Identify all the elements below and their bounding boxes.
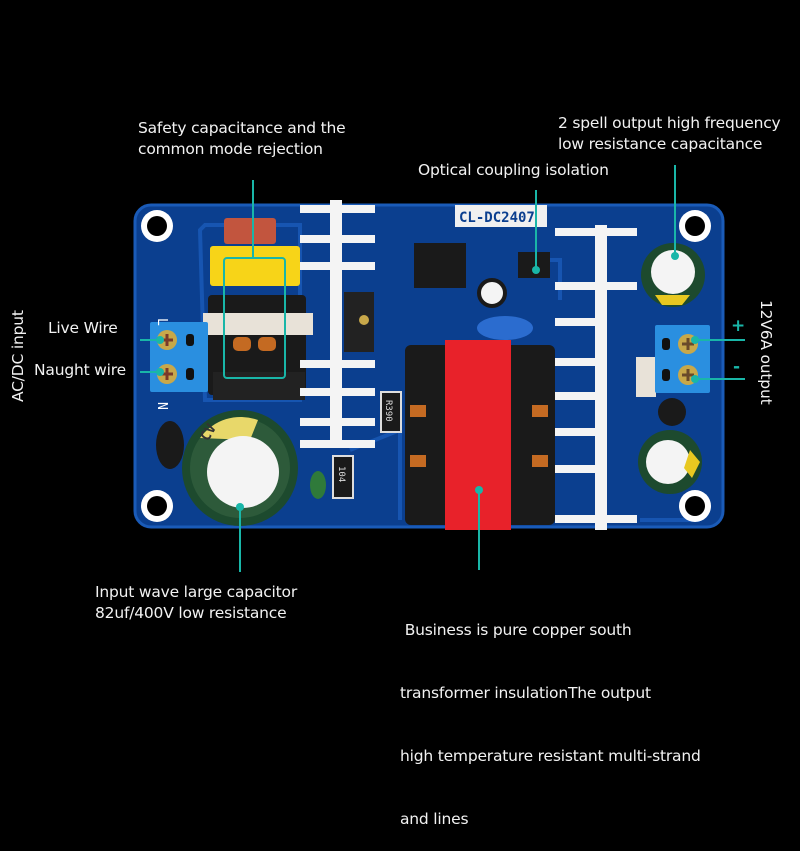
annotation-neutral-wire: Naught wire: [34, 361, 126, 379]
resistor-104: [332, 455, 354, 499]
model-label: CL-DC2407: [459, 210, 535, 226]
optocoupler: [518, 252, 550, 278]
leader-dots: [156, 252, 699, 511]
model-label-box: [455, 205, 547, 227]
annotation-safety-capacitance: Safety capacitance and the common mode r…: [138, 118, 346, 160]
rectifier-mount: [636, 357, 656, 397]
terminal-label-n: N: [154, 402, 169, 410]
annotation-output-cap-line2: low resistance capacitance: [558, 135, 763, 153]
minus-sign: -: [733, 357, 741, 377]
annotation-input-cap-line1: Input wave large capacitor: [95, 583, 297, 601]
annotation-output-capacitance: 2 spell output high frequency low resist…: [558, 113, 781, 155]
transformer-coil-r2: [532, 455, 548, 467]
annotation-live-wire: Live Wire: [48, 319, 118, 337]
annotation-12v6a-output: 12V6A output: [757, 300, 775, 405]
resistor-r390: [380, 391, 402, 433]
safety-capacitor-yellow: [210, 246, 300, 286]
smd-code: 104: [336, 466, 346, 482]
annotation-transformer-line4: and lines: [400, 810, 469, 828]
annotation-ac-dc-input: AC/DC input: [9, 310, 27, 402]
annotation-safety-line1: Safety capacitance and the: [138, 119, 346, 137]
annotation-transformer: Business is pure copper south transforme…: [400, 578, 701, 851]
thermistor: [156, 421, 184, 469]
mosfet-screw: [359, 315, 369, 325]
annotation-transformer-line1: Business is pure copper south: [400, 621, 632, 639]
heatsink-left: [300, 200, 375, 448]
transformer-coil-l1: [410, 405, 426, 417]
choke-coil-1: [233, 337, 251, 351]
input-bulk-capacitor: [182, 410, 298, 526]
resistor-code: R390: [383, 400, 393, 422]
annotation-safety-line2: common mode rejection: [138, 140, 323, 158]
annotation-output-cap-line1: 2 spell output high frequency: [558, 114, 781, 132]
transformer-coil-r1: [532, 405, 548, 417]
annotation-input-cap-line2: 82uf/400V low resistance: [95, 604, 287, 622]
choke-coil-2: [258, 337, 276, 351]
safety-capacitor-small: [224, 218, 276, 244]
choke-base: [213, 372, 305, 400]
mounting-hole-top-left: [141, 210, 173, 242]
output-capacitor-top: [641, 243, 705, 307]
annotation-optocoupler: Optical coupling isolation: [418, 160, 609, 181]
mounting-hole-bottom-left: [141, 490, 173, 522]
transformer-coil-l2: [410, 455, 426, 467]
mosfet: [344, 292, 374, 352]
output-terminal-block: [655, 325, 710, 393]
annotation-optocoupler-line1: Optical coupling isolation: [418, 161, 609, 179]
capacitor-mark: CV: [198, 421, 221, 444]
y-capacitor: [477, 316, 533, 340]
choke-clamp: [203, 313, 313, 335]
plus-sign: +: [731, 316, 746, 336]
annotation-transformer-line2: transformer insulationThe output: [400, 684, 651, 702]
power-supply-board-photo: L N CV CL-DC2407 R390 104: [133, 165, 745, 572]
safety-cap-highlight: [223, 257, 286, 379]
terminal-label-l: L: [154, 318, 169, 326]
output-inductor: [658, 398, 686, 426]
heatsink-right: [555, 225, 637, 530]
small-capacitor: [477, 278, 507, 308]
input-terminal-block: [150, 322, 208, 392]
annotation-transformer-line3: high temperature resistant multi-strand: [400, 747, 701, 765]
green-varistor: [310, 471, 326, 499]
output-capacitor-bottom: [638, 430, 702, 494]
mounting-hole-top-right: [679, 210, 711, 242]
mounting-hole-bottom-right: [679, 490, 711, 522]
pwm-ic: [414, 243, 466, 288]
annotation-input-capacitor: Input wave large capacitor 82uf/400V low…: [95, 582, 297, 624]
